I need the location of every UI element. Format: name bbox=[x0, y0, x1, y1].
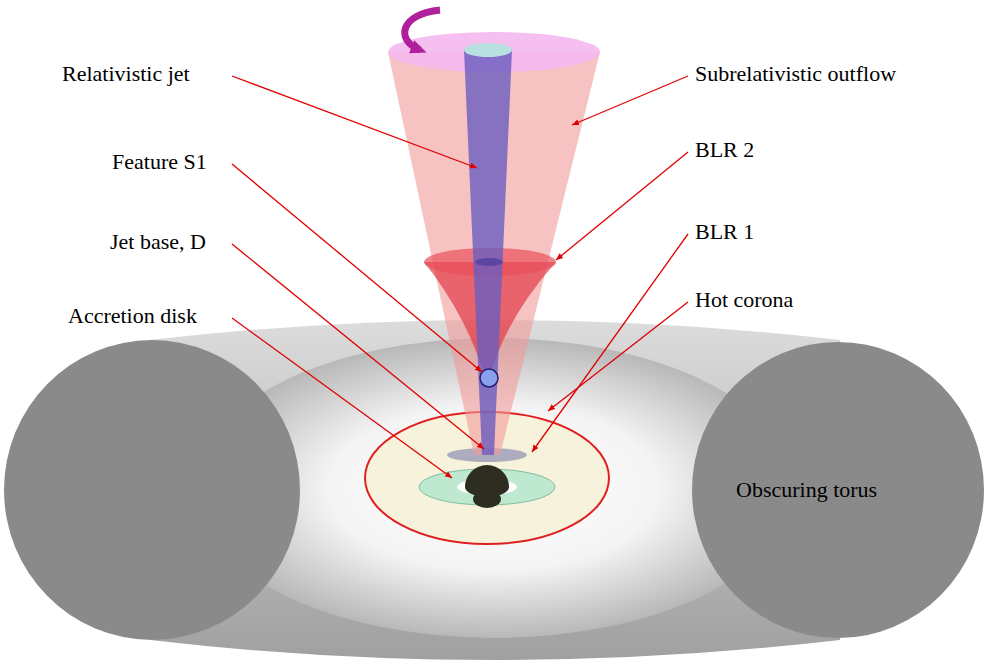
part-label: Feature S1 bbox=[112, 150, 207, 174]
part-label: BLR 1 bbox=[695, 220, 754, 244]
leader-line bbox=[232, 164, 482, 372]
leader-lines bbox=[232, 76, 688, 478]
leader-line bbox=[548, 302, 688, 411]
torus-section-right bbox=[692, 342, 984, 638]
leader-line bbox=[572, 76, 688, 125]
part-label: Jet base, D bbox=[110, 230, 206, 254]
black-hole-lower bbox=[473, 490, 501, 508]
leader-line bbox=[232, 76, 477, 168]
part-label: Obscuring torus bbox=[736, 478, 877, 502]
leader-line bbox=[556, 152, 688, 260]
part-label: Subrelativistic outflow bbox=[695, 62, 896, 86]
jet-section bbox=[475, 258, 503, 266]
jet-top bbox=[464, 43, 512, 57]
leader-line bbox=[232, 244, 484, 449]
part-label: Accretion disk bbox=[68, 304, 197, 328]
part-label: Relativistic jet bbox=[62, 62, 190, 86]
feature-s1 bbox=[480, 369, 498, 387]
part-label: BLR 2 bbox=[695, 138, 754, 162]
jet bbox=[464, 50, 512, 455]
torus-section-left bbox=[4, 340, 300, 640]
rotation-arrow bbox=[405, 10, 440, 50]
leader-line bbox=[232, 318, 452, 478]
part-label: Hot corona bbox=[695, 288, 793, 312]
leader-line bbox=[532, 234, 688, 452]
